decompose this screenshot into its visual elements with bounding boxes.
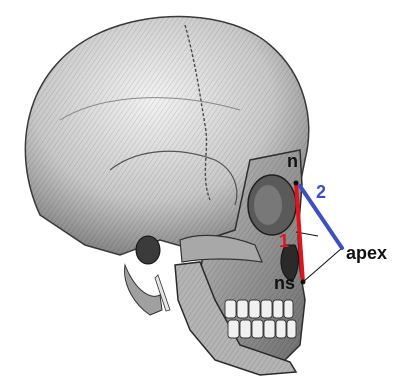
label-apex: apex — [346, 243, 387, 263]
label-line-1: 1 — [279, 231, 289, 251]
label-ns: ns — [274, 273, 295, 293]
label-line-2: 2 — [316, 182, 326, 202]
point-n — [294, 181, 299, 186]
helper-line-ns-apex — [303, 248, 342, 282]
point-ns — [301, 280, 306, 285]
label-n: n — [287, 151, 298, 171]
